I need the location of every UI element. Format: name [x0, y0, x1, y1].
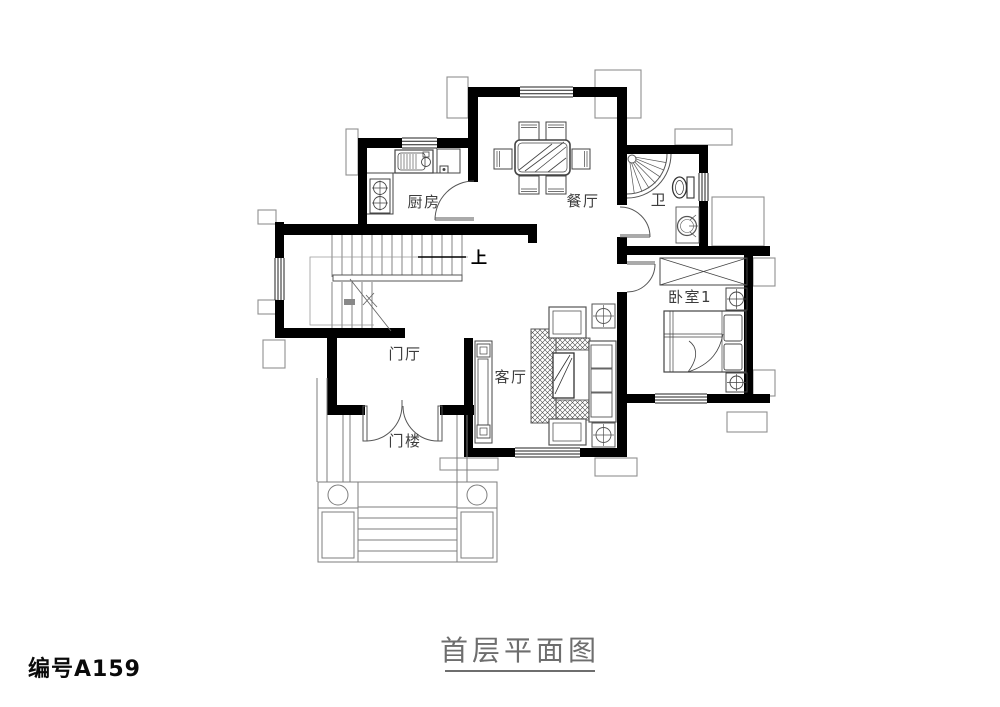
porch-pier-right [456, 481, 498, 563]
porch [316, 378, 498, 563]
kitchen-counter [367, 172, 437, 215]
label-dining: 餐厅 [566, 192, 599, 210]
washbasin [675, 206, 700, 244]
nightstand-top [725, 287, 748, 311]
kitchen-sink [394, 149, 434, 174]
sofa-set [530, 306, 617, 446]
bathroom-fixtures [626, 153, 700, 244]
windows [274, 86, 709, 458]
stair-treads-upper [331, 235, 463, 277]
label-porch: 门楼 [388, 432, 421, 450]
label-stairs-up: 上 [471, 248, 487, 267]
window-dining-top [520, 86, 573, 98]
tv-cabinet [474, 340, 493, 444]
bed [663, 310, 747, 373]
label-living: 客厅 [494, 368, 527, 386]
drawing-title: 首层平面图 [440, 634, 600, 667]
wardrobe [659, 257, 748, 286]
label-kitchen: 厨房 [407, 193, 440, 211]
door-entry-double [362, 400, 443, 442]
lamp-table-top [591, 303, 616, 329]
staircase [309, 235, 468, 332]
stair-handrail [332, 274, 463, 282]
window-bedroom-bottom [655, 393, 707, 404]
dining-chairs [493, 121, 591, 195]
porch-pier-left [317, 481, 359, 563]
kitchen-stove [369, 178, 391, 214]
window-living-bottom [515, 447, 580, 458]
porch-steps [357, 481, 458, 563]
living-furniture [474, 303, 617, 448]
door-kitchen [434, 180, 475, 221]
plan-number: 编号A159 [28, 656, 141, 682]
corner-shower [626, 153, 672, 199]
kitchen-fixtures [367, 148, 461, 215]
stair-break-line [344, 278, 392, 332]
coffee-table [552, 352, 575, 399]
kitchen-corner-cabinet [436, 148, 461, 174]
dining-set [493, 121, 591, 195]
window-bath-right [698, 173, 709, 201]
door-bedroom [626, 261, 656, 293]
dining-table [514, 139, 571, 176]
label-bedroom: 卧室1 [668, 288, 712, 306]
doors [362, 180, 656, 442]
window-kitchen-top [402, 137, 437, 149]
door-bathroom [619, 206, 651, 238]
bedroom-furniture [659, 257, 748, 393]
walls [275, 87, 770, 457]
label-bathroom: 卫 [651, 191, 668, 209]
stair-opening-outline [309, 256, 468, 326]
porch-side-walls [316, 378, 468, 482]
label-foyer: 门厅 [388, 345, 421, 363]
window-stair-left [274, 258, 285, 300]
toilet [671, 176, 695, 199]
lamp-table-bottom [591, 422, 616, 448]
nightstand-bottom [725, 372, 748, 393]
